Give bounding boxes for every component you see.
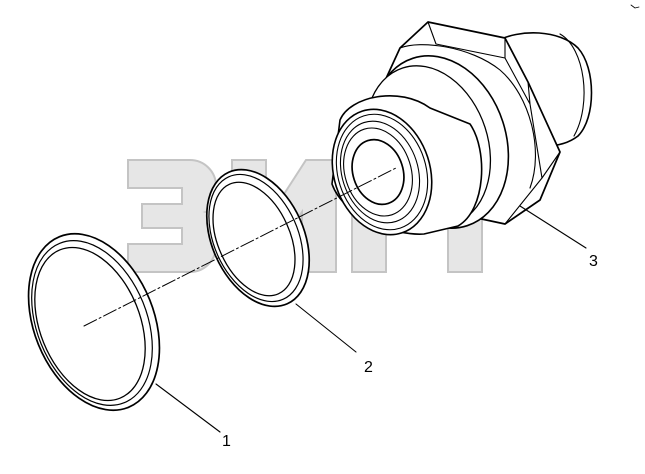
corner-mark — [630, 4, 640, 9]
watermark-letter-3 — [127, 159, 217, 273]
front-face-ring-b — [339, 120, 421, 224]
rear-pipe-edge — [559, 33, 585, 137]
outer-seal-outer-edge — [27, 232, 161, 412]
leader-line-1 — [155, 383, 221, 433]
leader-line-3 — [519, 205, 587, 249]
outer-seal-inner-edge — [34, 246, 146, 402]
hex-nut-facet-1 — [427, 21, 506, 59]
hex-nut-facet-4 — [504, 177, 543, 225]
inner-seal-mid-edge — [208, 173, 304, 303]
front-face-ring-a — [335, 113, 429, 231]
hex-nut-chamfer — [399, 44, 536, 189]
bore-opening — [351, 138, 405, 206]
callout-1: 1 — [222, 433, 231, 450]
hex-adapter-fitting — [331, 21, 593, 236]
leader-line-2 — [295, 303, 357, 353]
assembly-axis — [83, 167, 397, 327]
callout-2: 2 — [364, 359, 373, 376]
inner-seal-inner-edge — [212, 181, 296, 297]
front-face-ring-c — [343, 127, 413, 217]
callout-3: 3 — [589, 253, 598, 270]
outer-seal-mid-edge — [31, 240, 153, 406]
outer-seal-ring — [27, 232, 161, 412]
